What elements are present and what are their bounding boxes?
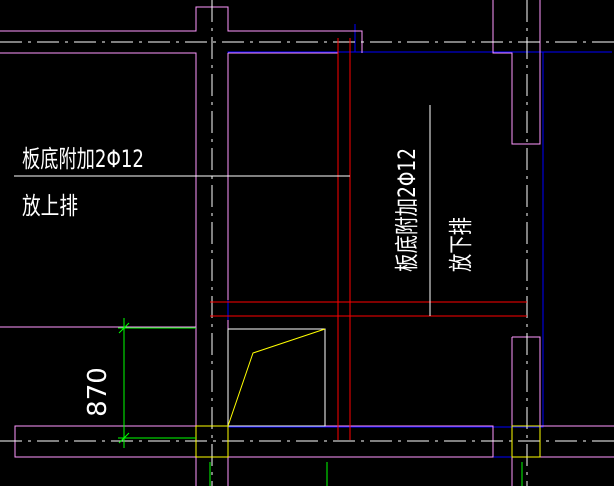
top-right-column [492,0,541,145]
annotation-left: 板底附加2Φ12 放上排 [14,145,350,220]
column-marker-right [511,425,541,458]
annotation-right-subtitle: 放下排 [447,217,475,272]
slab-edge-outline [227,51,544,428]
bottom-wall [227,320,494,486]
annotation-right-title: 板底附加2Φ12 [393,148,421,272]
annotation-left-subtitle: 放上排 [22,192,78,220]
dimension-tick-top [118,322,130,334]
lower-markers [209,462,523,486]
right-column-lower [512,336,614,427]
top-beam-upper-edge [0,6,363,53]
dimension-value: 870 [83,367,113,417]
annotation-right: 板底附加2Φ12 放下排 [393,105,475,316]
opening-diagonal [227,328,326,427]
opening-outline [227,328,326,427]
column-markers [195,425,541,458]
dimension-tick-bottom [118,432,130,444]
annotation-left-title: 板底附加2Φ12 [22,145,144,173]
slab-opening [227,328,326,427]
column-marker-left [195,425,229,458]
left-room-outline [0,52,197,328]
dimension-group [118,318,196,448]
rebar-lines [210,38,527,440]
